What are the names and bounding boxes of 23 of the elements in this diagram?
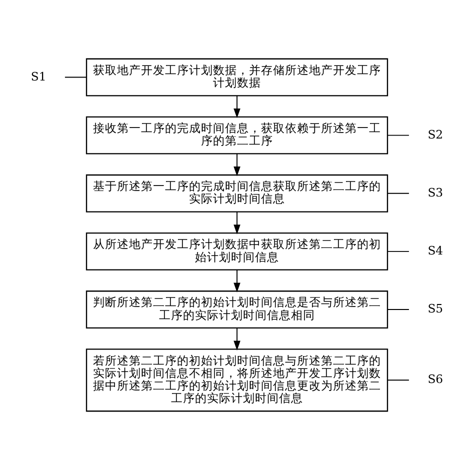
connector xyxy=(387,308,410,310)
node-box: 判断所述第二工序的初始计划时间信息是否与所述第二工序的实际计划时间信息相同 xyxy=(86,290,388,328)
node-box: 获取地产开发工序计划数据，并存储所述地产开发工序计划数据 xyxy=(86,58,388,96)
node-text: S5 xyxy=(428,301,444,316)
connector xyxy=(387,250,410,252)
node-box: 若所述第二工序的初始计划时间信息与所述第二工序的实际计划时间信息不相同，将所述地产开发工序计划数据中所述第二工序的初始计划时间信息更改为所述第二工序的实际计划时间信息 xyxy=(86,348,388,412)
arrow xyxy=(234,210,240,234)
node-box: 从所述地产开发工序计划数据中获取所述第二工序的初始计划时间信息 xyxy=(86,232,388,270)
connector xyxy=(387,379,410,380)
connector xyxy=(64,76,87,78)
connector xyxy=(387,134,410,136)
node-box: 基于所述第一工序的完成时间信息获取所述第二工序的实际计划时间信息 xyxy=(86,174,388,212)
node-text: S6 xyxy=(428,372,444,386)
arrow xyxy=(234,94,240,118)
arrow xyxy=(234,268,240,292)
node-text: S2 xyxy=(428,126,444,141)
arrow xyxy=(234,152,240,176)
node-box: 接收第一工序的完成时间信息，获取依赖于所述第一工序的第二工序 xyxy=(86,116,388,154)
node-text: S1 xyxy=(30,68,46,83)
node-text: S4 xyxy=(428,242,444,257)
connector xyxy=(387,192,410,194)
arrow xyxy=(234,327,240,350)
node-text: S3 xyxy=(428,184,444,199)
